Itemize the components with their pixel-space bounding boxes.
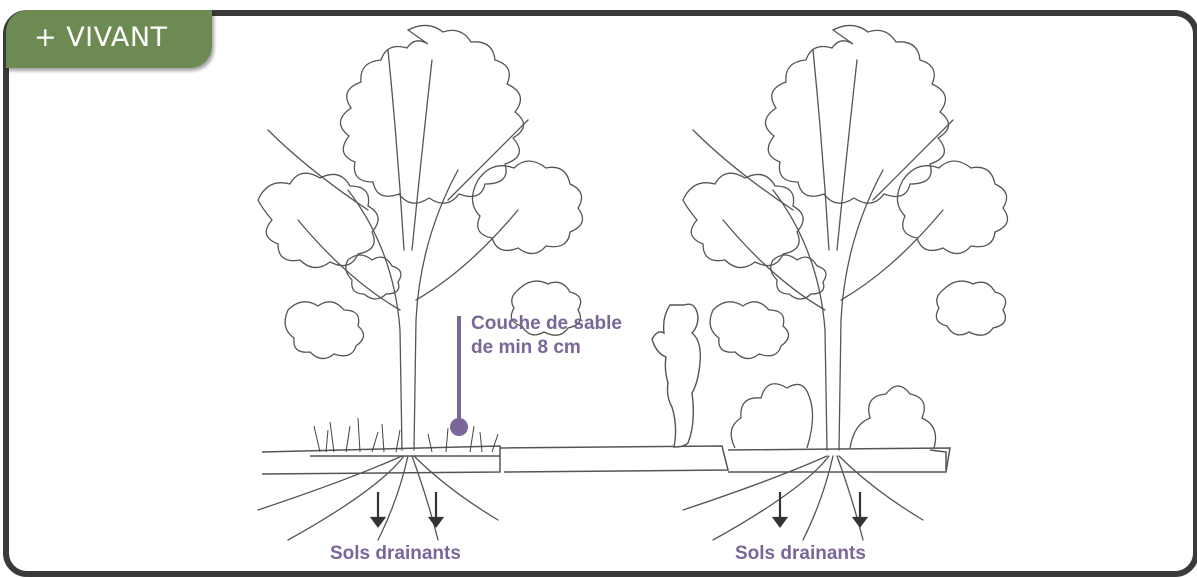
category-tab: + VIVANT	[6, 10, 212, 68]
left-soil-label: Sols drainants	[330, 542, 461, 566]
sand-layer-line1: Couche de sable	[471, 312, 622, 336]
sand-layer-annotation: Couche de sable de min 8 cm	[471, 312, 622, 360]
category-tab-label: + VIVANT	[34, 22, 168, 53]
right-soil-label: Sols drainants	[735, 542, 866, 566]
sand-layer-line2: de min 8 cm	[471, 336, 622, 360]
